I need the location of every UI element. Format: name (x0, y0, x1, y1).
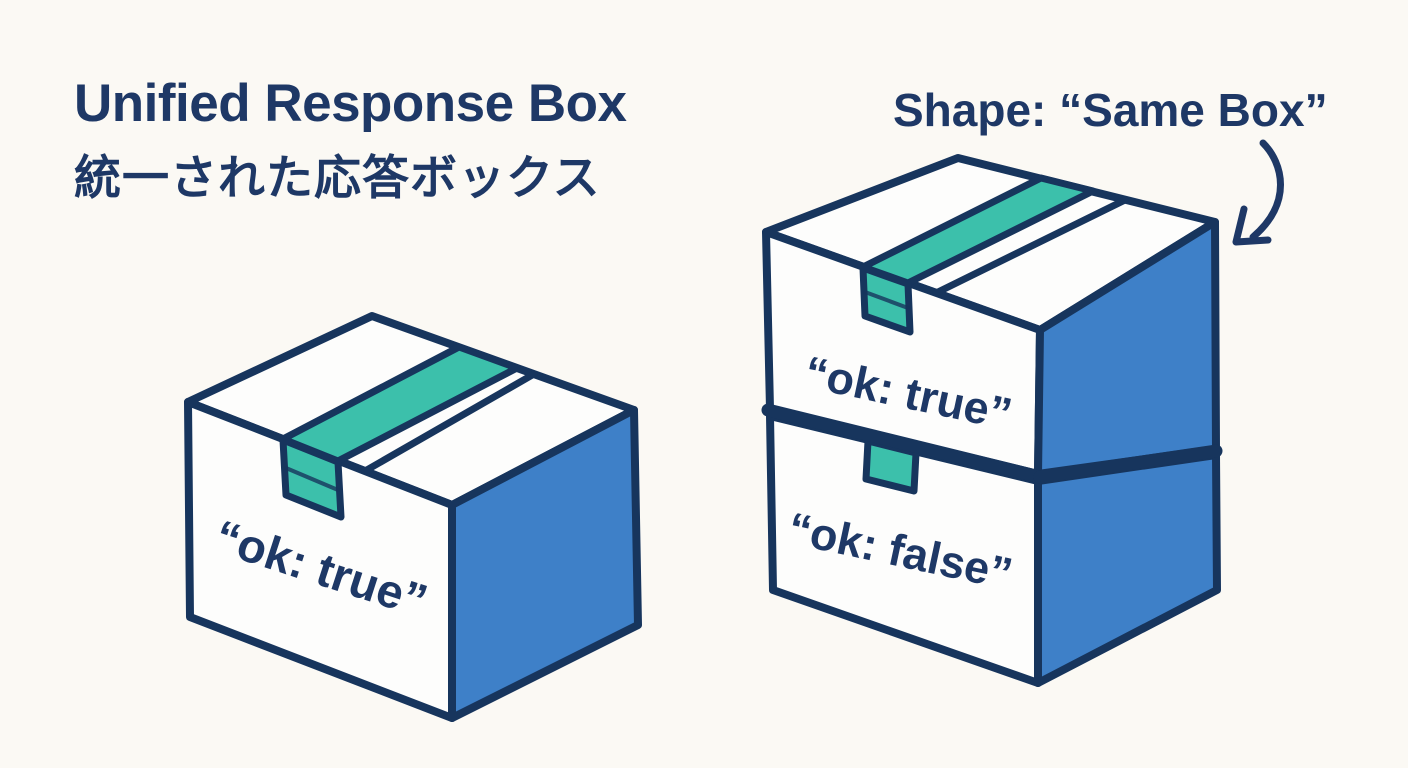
single-box-flap-fold (284, 466, 340, 492)
single-box-lid-seam (361, 370, 538, 475)
single-box-side-face (448, 406, 642, 722)
stack-top-box: “ok: true” (762, 154, 1220, 478)
stacked-boxes: “ok: true” “ok: false” (761, 154, 1223, 687)
arrow-head (1232, 205, 1272, 246)
page-title-japanese: 統一された応答ボックス (74, 151, 601, 204)
stack-top-box-flap-fold (863, 290, 910, 310)
shape-annotation: Shape: “Same Box” (893, 84, 1328, 246)
single-box: “ok: true” (184, 312, 642, 722)
stack-seam-side (1033, 444, 1223, 484)
stack-divider-seam (761, 403, 1223, 484)
curved-arrow-icon (1232, 139, 1284, 246)
page-title: Unified Response Box (74, 74, 628, 133)
arrow-curve (1249, 139, 1284, 241)
stack-top-box-lid-seam (932, 196, 1129, 297)
shape-annotation-label: Shape: “Same Box” (893, 84, 1328, 136)
headline: Unified Response Box 統一された応答ボックス (74, 74, 628, 204)
stack-seam-front (761, 403, 1047, 484)
stack-bottom-box: “ok: false” (766, 412, 1221, 687)
stack-bottom-box-side-face (1034, 451, 1221, 687)
